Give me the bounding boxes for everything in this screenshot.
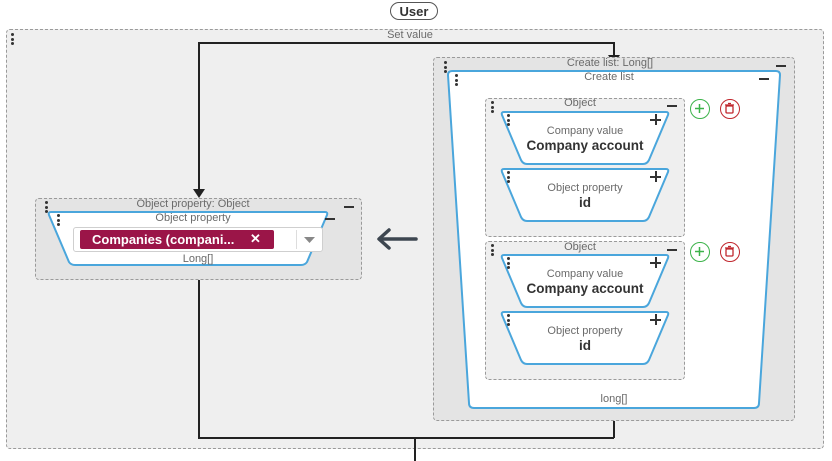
add-company-value-button[interactable] [650, 257, 661, 268]
arrowhead-icon [193, 189, 205, 198]
object-property-card-drag-handle[interactable] [57, 214, 60, 228]
object-drag-handle[interactable] [491, 244, 494, 258]
connector-line [613, 42, 615, 56]
object-property-item-value: id [579, 195, 591, 210]
collapse-object-button[interactable] [667, 249, 677, 251]
select-divider [296, 230, 297, 249]
connector-line [613, 421, 615, 438]
connector-line [198, 42, 200, 192]
collapse-object-property-card-button[interactable] [325, 218, 335, 220]
company-value-card [500, 111, 670, 165]
create-list-type-label: long[] [600, 393, 628, 405]
plus-icon [695, 104, 704, 113]
create-list-group-drag-handle[interactable] [444, 61, 447, 75]
object-property-item-label: Object property [547, 182, 623, 194]
add-object-property-button[interactable] [650, 171, 661, 182]
user-node[interactable]: User [390, 2, 438, 20]
create-list-group-label: Create list: Long[] [566, 57, 654, 69]
collapse-create-list-group-button[interactable] [776, 65, 786, 67]
company-value-value: Company account [526, 281, 644, 296]
set-value-drag-handle[interactable] [11, 33, 14, 47]
user-node-label: User [399, 4, 429, 19]
object-property-item-drag-handle[interactable] [507, 171, 510, 185]
chevron-down-icon[interactable] [304, 236, 316, 244]
object-property-item-drag-handle[interactable] [507, 314, 510, 328]
object-property-card-label: Object property [155, 212, 231, 224]
company-value-value: Company account [526, 138, 644, 153]
delete-object-button[interactable] [720, 242, 740, 262]
add-object-property-button[interactable] [650, 314, 661, 325]
delete-object-button[interactable] [720, 99, 740, 119]
connector-line [198, 280, 200, 438]
collapse-object-button[interactable] [667, 105, 677, 107]
company-value-drag-handle[interactable] [507, 114, 510, 128]
create-list-card-label: Create list [584, 71, 634, 83]
connector-line [198, 42, 614, 44]
object-property-type-label: Long[] [182, 253, 214, 265]
add-company-value-button[interactable] [650, 114, 661, 125]
add-object-button[interactable] [690, 242, 710, 262]
object-property-item-card [500, 168, 670, 222]
company-value-card [500, 254, 670, 308]
create-list-card-drag-handle[interactable] [455, 74, 458, 88]
object-property-item-label: Object property [547, 325, 623, 337]
connector-line [198, 437, 614, 439]
plus-icon [695, 247, 704, 256]
object-property-group-drag-handle[interactable] [45, 201, 48, 215]
object-drag-handle[interactable] [491, 101, 494, 115]
company-value-label: Company value [546, 268, 624, 280]
selected-chip[interactable]: Companies (compani... ✕ [80, 230, 274, 249]
company-value-label: Company value [546, 125, 624, 137]
object-property-item-value: id [579, 338, 591, 353]
collapse-object-property-group-button[interactable] [344, 206, 354, 208]
trash-icon [725, 102, 734, 114]
company-value-drag-handle[interactable] [507, 257, 510, 271]
add-object-button[interactable] [690, 99, 710, 119]
arrow-left-icon [377, 228, 418, 250]
object-property-group-label: Object property: Object [136, 198, 250, 210]
selected-chip-label: Companies (compani... [92, 232, 235, 247]
set-value-label: Set value [387, 29, 433, 41]
object-label: Object [564, 97, 596, 109]
collapse-create-list-card-button[interactable] [759, 78, 769, 80]
connector-line [414, 437, 416, 461]
object-property-item-card [500, 311, 670, 365]
chip-remove-icon[interactable]: ✕ [250, 231, 261, 246]
object-label: Object [564, 241, 596, 253]
trash-icon [725, 245, 734, 257]
